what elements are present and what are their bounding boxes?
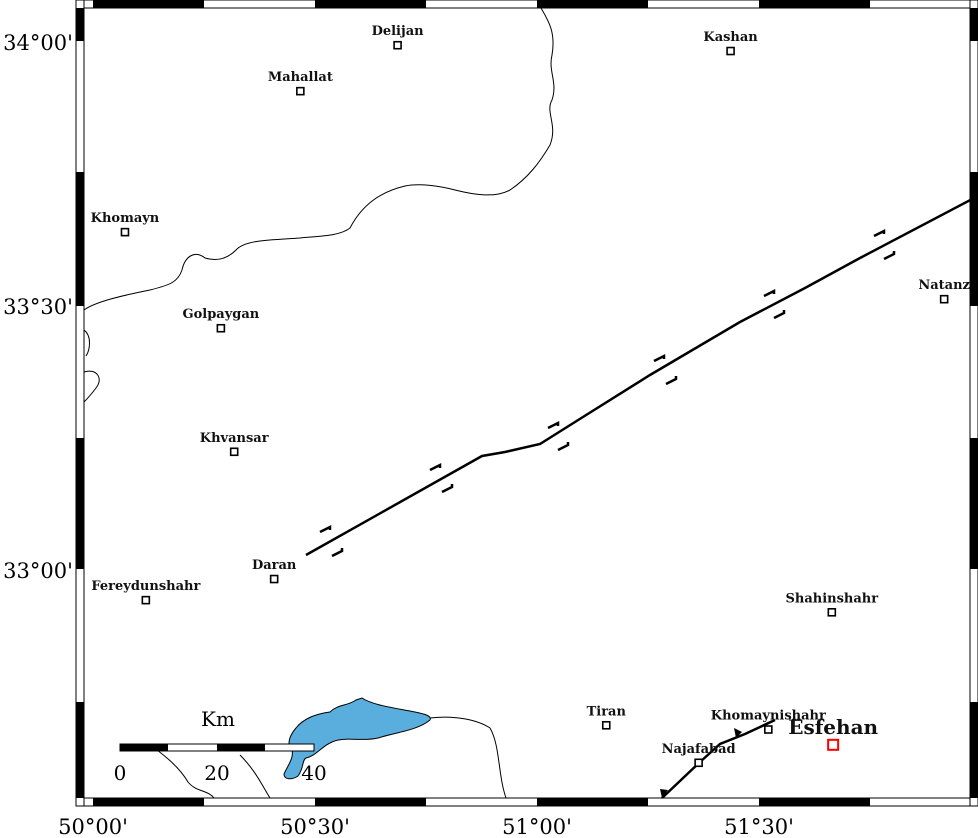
city-label: Kashan: [703, 30, 758, 45]
map-area: [83, 7, 971, 799]
map-frame: [75, 0, 978, 807]
city-khvansar: Khvansar: [200, 431, 269, 457]
city-daran: Daran: [252, 558, 297, 584]
province-boundaries: [83, 7, 555, 799]
city-delijan: Delijan: [372, 24, 425, 50]
city-square-icon: [601, 720, 611, 730]
city-label: Natanz: [918, 278, 970, 293]
scale-tick-40: 40: [301, 761, 326, 785]
city-label: Najafabad: [662, 742, 736, 757]
capital-label: Esfehan: [788, 715, 878, 739]
city-label: Khomayn: [91, 211, 160, 226]
city-square-icon: [393, 40, 402, 50]
city-khomayn: Khomayn: [91, 211, 160, 237]
city-kashan: Kashan: [703, 30, 758, 56]
city-label: Khvansar: [200, 431, 269, 446]
city-label: Mahallat: [268, 70, 333, 85]
capital-marker: Esfehan: [788, 715, 879, 751]
city-label: Khomaynishahr: [711, 709, 826, 724]
city-golpaygan: Golpaygan: [182, 307, 260, 333]
city-square-icon: [827, 607, 837, 617]
city-square-icon: [296, 86, 305, 96]
city-square-icon: [939, 294, 949, 304]
scale-bar: Km 0 20 40: [114, 707, 327, 785]
city-label: Tiran: [587, 704, 627, 719]
capital-square-icon: [827, 738, 840, 751]
scale-tick-0: 0: [114, 761, 127, 785]
scale-tick-20: 20: [204, 761, 229, 785]
city-square-icon: [120, 227, 130, 237]
lon-label-50-00: 50°00': [58, 815, 128, 838]
city-square-icon: [269, 574, 279, 584]
city-square-icon: [141, 595, 151, 605]
thrust-fault-line: [660, 718, 776, 799]
city-square-icon: [764, 725, 773, 734]
scale-unit-label: Km: [201, 707, 235, 731]
city-tiran: Tiran: [587, 704, 627, 730]
lon-label-51-30: 51°30': [724, 815, 794, 838]
main-fault-line: [305, 194, 978, 558]
city-mahallat: Mahallat: [268, 70, 333, 96]
lat-label-33-30: 33°30': [3, 295, 73, 319]
city-square-icon: [694, 758, 703, 768]
city-label: Delijan: [372, 24, 425, 39]
city-label: Golpaygan: [182, 307, 259, 322]
lon-label-51-00: 51°00': [502, 815, 572, 838]
city-label: Shahinshahr: [786, 591, 879, 606]
city-fereydunshahr: Fereydunshahr: [91, 579, 200, 605]
city-square-icon: [229, 447, 239, 457]
city-natanz: Natanz: [918, 278, 970, 304]
lat-label-33-00: 33°00': [3, 559, 73, 583]
city-label: Fereydunshahr: [91, 579, 200, 594]
city-square-icon: [726, 46, 735, 56]
city-khomaynishahr: Khomaynishahr: [711, 709, 826, 734]
city-label: Daran: [252, 558, 297, 573]
city-shahinshahr: Shahinshahr: [786, 591, 879, 617]
lat-label-34-00: 34°00': [3, 31, 73, 55]
lon-label-50-30: 50°30': [280, 815, 350, 838]
city-najafabad: Najafabad: [662, 742, 736, 768]
reservoir-lake: [283, 697, 431, 780]
city-square-icon: [216, 323, 226, 333]
